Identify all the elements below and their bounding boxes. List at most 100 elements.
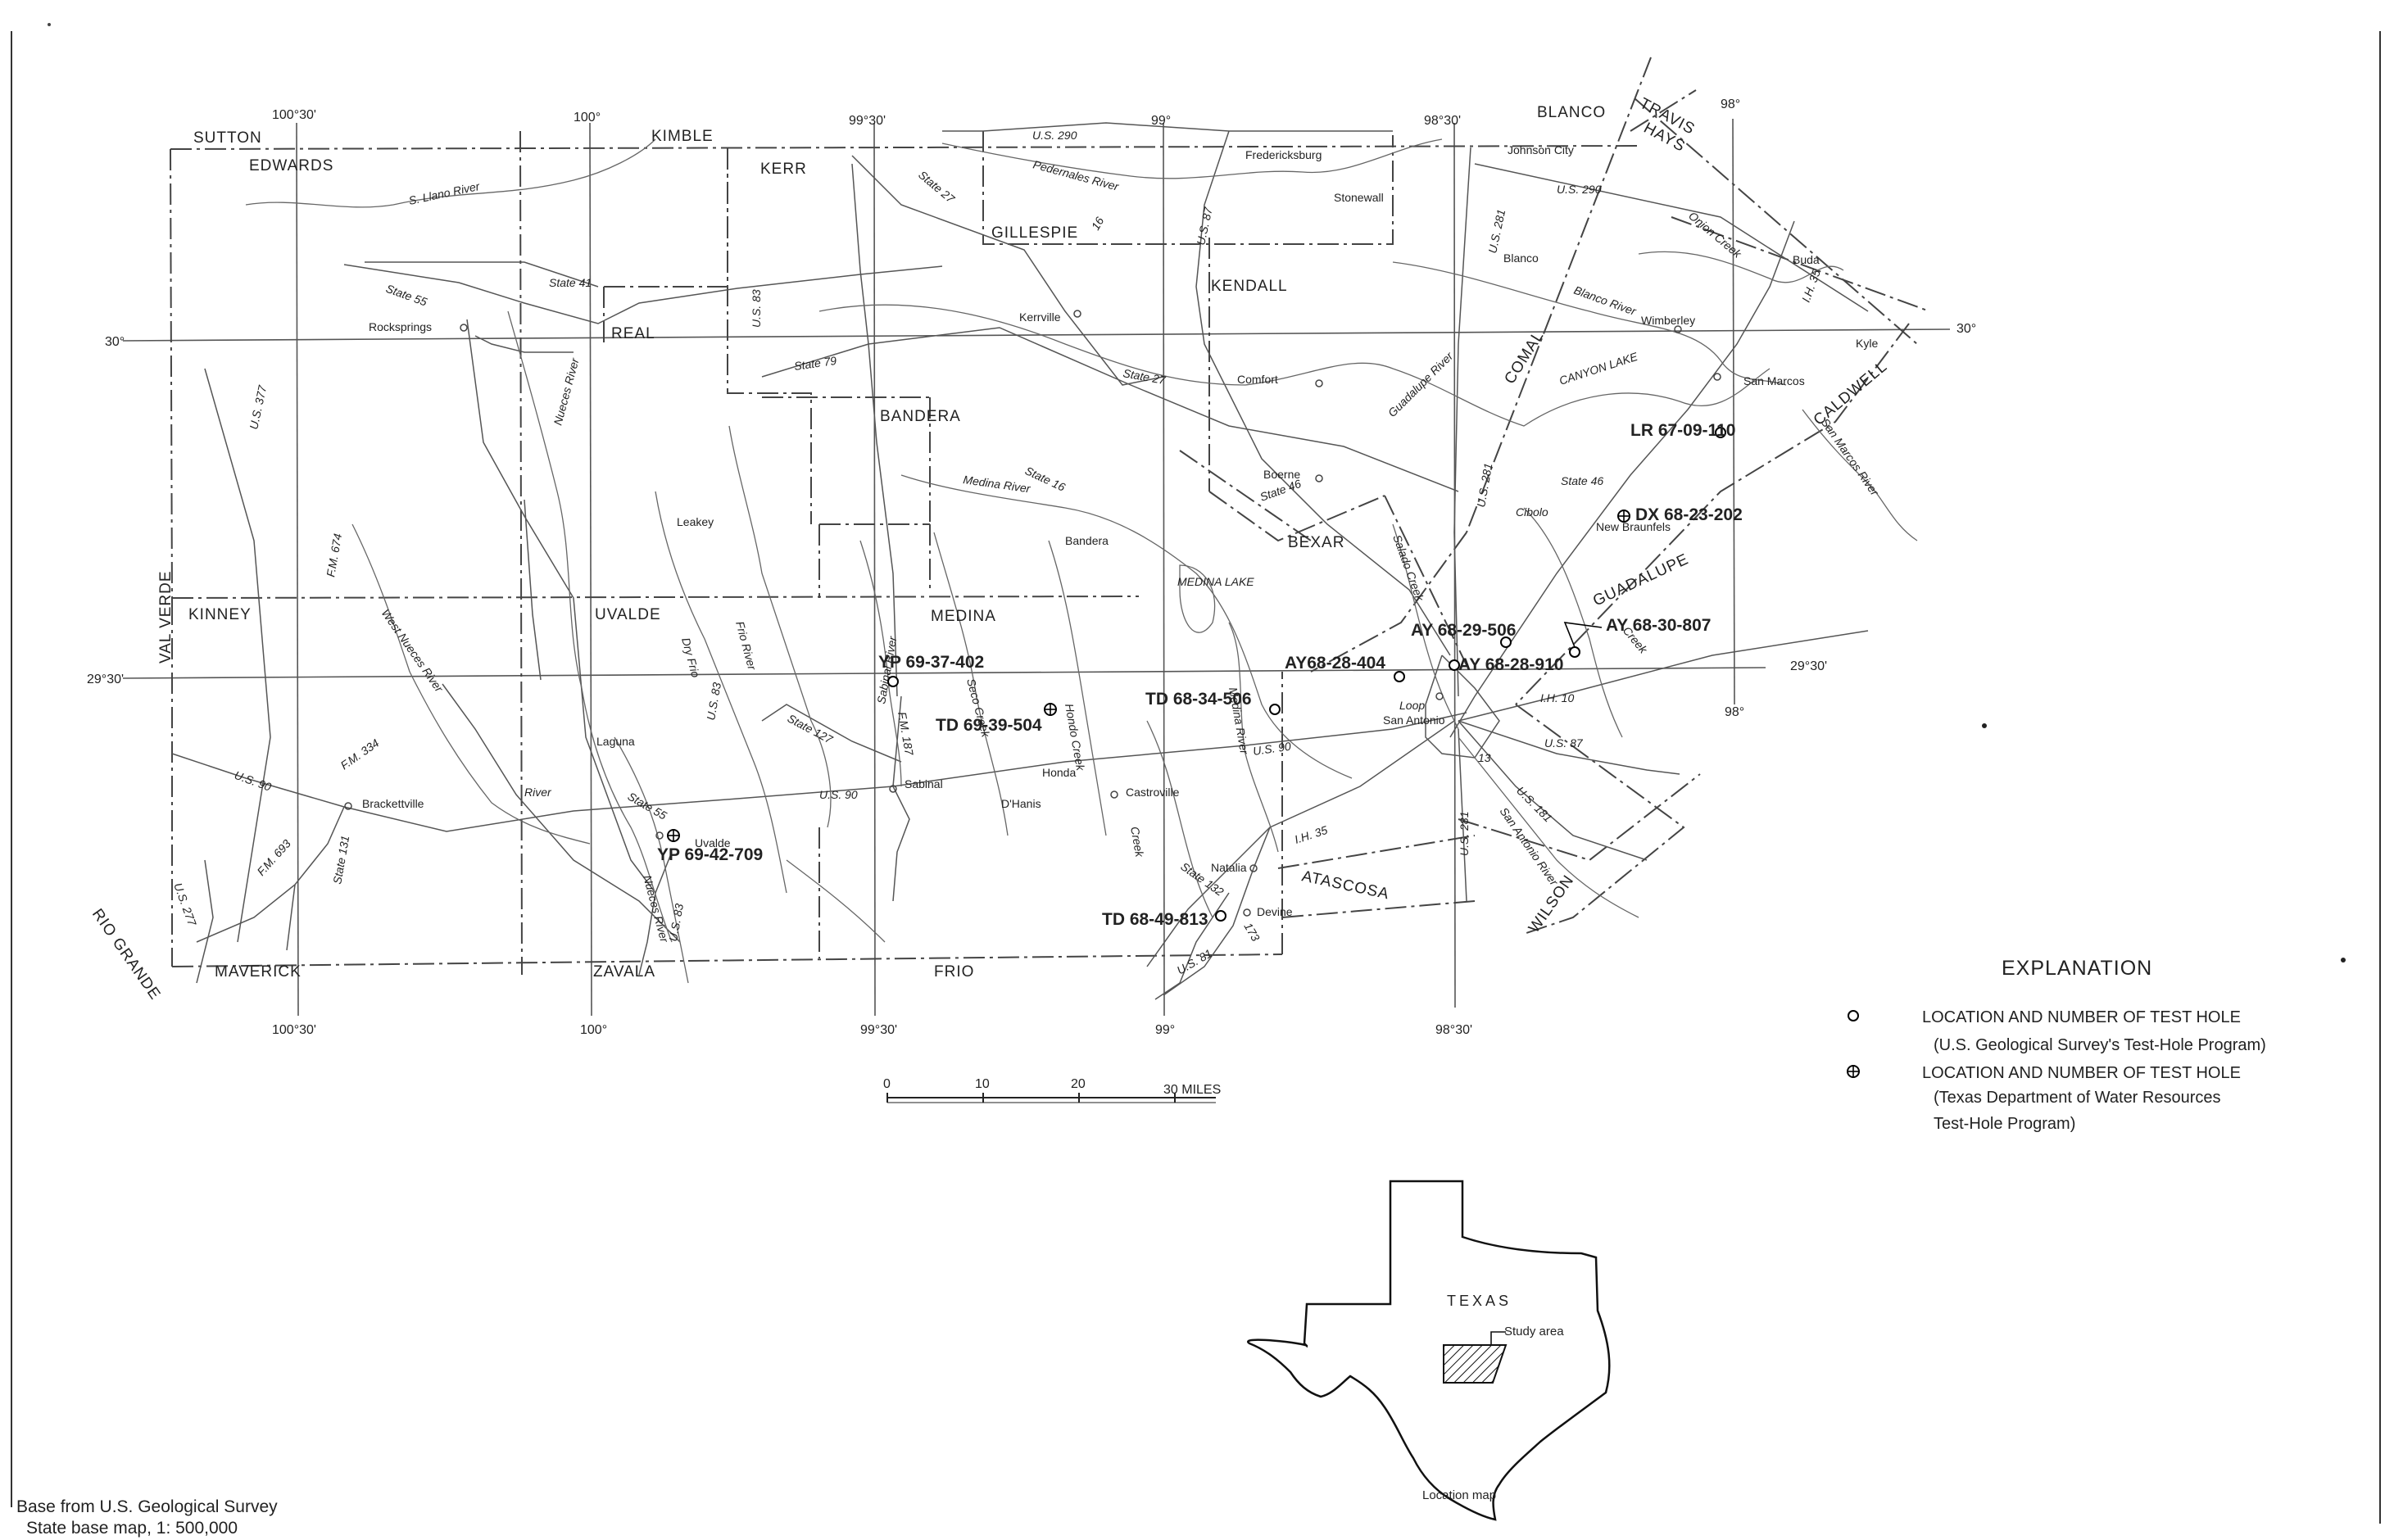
road-label: F.M. 693 bbox=[254, 836, 293, 878]
longitude-label: 99° bbox=[1151, 114, 1171, 128]
town-label: Bandera bbox=[1065, 534, 1109, 547]
longitude-label: 99°30' bbox=[849, 114, 886, 128]
county-label: BLANCO bbox=[1537, 104, 1606, 121]
town-label: Johnson City bbox=[1508, 143, 1574, 156]
county-label: KENDALL bbox=[1211, 278, 1288, 295]
test-hole-usgs: AY 68-29-506 bbox=[1411, 621, 1516, 648]
road-label: State 131 bbox=[330, 835, 351, 886]
texas-outline bbox=[1247, 1180, 1611, 1521]
river-label: Cibolo bbox=[1516, 505, 1548, 519]
test-hole-number: YP 69-42-709 bbox=[657, 845, 763, 864]
river-label: Pedernales River bbox=[1032, 157, 1121, 193]
town-label: Comfort bbox=[1237, 373, 1278, 386]
road-label: U.S. 277 bbox=[171, 881, 199, 929]
scale-tick-label: 30 MILES bbox=[1163, 1083, 1221, 1097]
river-label: Creek bbox=[1128, 826, 1146, 859]
road-label: U.S. 90 bbox=[233, 768, 274, 794]
county-label: RIO GRANDE bbox=[88, 906, 164, 1003]
road-labels: U.S. 290 U.S. 290 State 27 U.S. 87 16 U.… bbox=[171, 129, 1823, 977]
road-label: State 127 bbox=[786, 712, 837, 747]
rivers bbox=[245, 138, 1918, 984]
river-label: S. Llano River bbox=[407, 179, 482, 207]
river-label: Nueces River bbox=[551, 356, 582, 427]
road-label: State 46 bbox=[1561, 474, 1603, 487]
study-area-label: Study area bbox=[1504, 1325, 1564, 1338]
latitude-label: 30° bbox=[105, 335, 125, 349]
longitude-label: 100° bbox=[574, 111, 601, 125]
scale-tick-label: 20 bbox=[1071, 1077, 1086, 1091]
test-hole-number: TD 69-39-504 bbox=[936, 716, 1042, 735]
page-frame bbox=[11, 31, 2381, 1524]
river-label: Medina River bbox=[963, 473, 1032, 496]
location-map-caption: Location map bbox=[1422, 1488, 1496, 1502]
coordinate-labels: 100°30' 100° 99°30' 99° 98°30' 98° 100°3… bbox=[87, 97, 1976, 1037]
road-label: F.M. 674 bbox=[324, 532, 344, 578]
legend-text: (U.S. Geological Survey's Test-Hole Prog… bbox=[1934, 1036, 2266, 1054]
town-label: San Antonio bbox=[1383, 713, 1445, 727]
towns: Fredericksburg Stonewall Johnson City Bl… bbox=[344, 143, 1878, 918]
legend-text: LOCATION AND NUMBER OF TEST HOLE bbox=[1922, 1064, 2241, 1082]
stray-mark bbox=[1982, 723, 1987, 728]
test-hole-number: TD 68-34-506 bbox=[1145, 690, 1252, 709]
road-label: State 27 bbox=[916, 168, 958, 206]
river-label: Salado Creek bbox=[1390, 533, 1426, 604]
county-labels: SUTTON EDWARDS KIMBLE KERR GILLESPIE BLA… bbox=[88, 95, 1891, 1003]
town-label: Natalia bbox=[1211, 861, 1247, 874]
county-label: KINNEY bbox=[188, 606, 252, 623]
test-hole-number: TD 68-49-813 bbox=[1102, 910, 1208, 929]
town-label: San Marcos bbox=[1743, 374, 1805, 387]
test-hole-number: AY68-28-404 bbox=[1285, 654, 1385, 673]
town-label: Stonewall bbox=[1334, 191, 1384, 204]
town-label: Fredericksburg bbox=[1245, 148, 1322, 161]
test-hole-twdr: YP 69-42-709 bbox=[657, 829, 763, 864]
town-label: Castroville bbox=[1126, 786, 1180, 799]
road-label: U.S. 281 bbox=[1458, 812, 1471, 856]
scale-tick-label: 10 bbox=[975, 1077, 990, 1091]
county-label: BANDERA bbox=[880, 408, 961, 425]
test-hole-usgs: AY 68-30-807 bbox=[1563, 616, 1711, 658]
river-labels: S. Llano River Pedernales River Onion Cr… bbox=[379, 157, 1883, 944]
county-label: UVALDE bbox=[595, 606, 661, 623]
road-label: 173 bbox=[1241, 921, 1263, 944]
study-area-hatch bbox=[1443, 1344, 1508, 1384]
longitude-label: 100° bbox=[580, 1023, 607, 1037]
test-hole-number: AY 68-28-910 bbox=[1458, 655, 1563, 674]
county-label: BEXAR bbox=[1288, 534, 1344, 551]
road-label: U.S. 87 bbox=[1194, 205, 1215, 246]
test-hole-twdr: TD 69-39-504 bbox=[936, 703, 1057, 735]
river-label: River bbox=[524, 786, 552, 799]
test-hole-number: DX 68-23-202 bbox=[1635, 505, 1743, 524]
river-label: Dry Frio bbox=[679, 636, 702, 679]
roads bbox=[171, 122, 1869, 1000]
test-hole-number: AY 68-30-807 bbox=[1606, 616, 1711, 635]
town-label: New Braunfels bbox=[1596, 520, 1671, 533]
test-hole-usgs: LR 67-09-110 bbox=[1630, 421, 1735, 440]
legend-text: Test-Hole Program) bbox=[1934, 1115, 2075, 1133]
town-label: Leakey bbox=[677, 515, 714, 528]
river-label: CANYON LAKE bbox=[1557, 350, 1639, 387]
base-note-line: Base from U.S. Geological Survey bbox=[16, 1497, 278, 1516]
test-hole-number: YP 69-37-402 bbox=[878, 653, 984, 672]
county-label: GUADALUPE bbox=[1590, 550, 1691, 609]
town-label: Boerne bbox=[1263, 468, 1300, 481]
longitude-label: 99°30' bbox=[860, 1023, 897, 1037]
longitude-label: 99° bbox=[1155, 1023, 1175, 1037]
town-label: Kyle bbox=[1856, 337, 1878, 350]
county-label: KERR bbox=[760, 161, 807, 178]
explanation-title: EXPLANATION bbox=[2002, 957, 2152, 980]
town-label: Sabinal bbox=[905, 777, 943, 790]
test-hole-usgs: YP 69-37-402 bbox=[878, 653, 984, 687]
explanation-legend: EXPLANATION LOCATION AND NUMBER OF TEST … bbox=[1847, 957, 2266, 1133]
road-label: U.S. 281 bbox=[1474, 462, 1494, 508]
river-label: Onion Creek bbox=[1686, 209, 1744, 260]
test-hole-usgs: TD 68-34-506 bbox=[1145, 690, 1281, 715]
road-label: 16 bbox=[1089, 215, 1107, 233]
test-hole-number: AY 68-29-506 bbox=[1411, 621, 1516, 640]
longitude-label: 98°30' bbox=[1435, 1023, 1472, 1037]
latitude-label: 30° bbox=[1956, 322, 1976, 336]
river-label: Blanco River bbox=[1572, 283, 1639, 319]
road-label: U.S. 90 bbox=[819, 788, 858, 801]
base-note-line: State base map, 1: 500,000 bbox=[26, 1519, 238, 1538]
usgs-hole-symbol bbox=[1848, 1010, 1859, 1021]
